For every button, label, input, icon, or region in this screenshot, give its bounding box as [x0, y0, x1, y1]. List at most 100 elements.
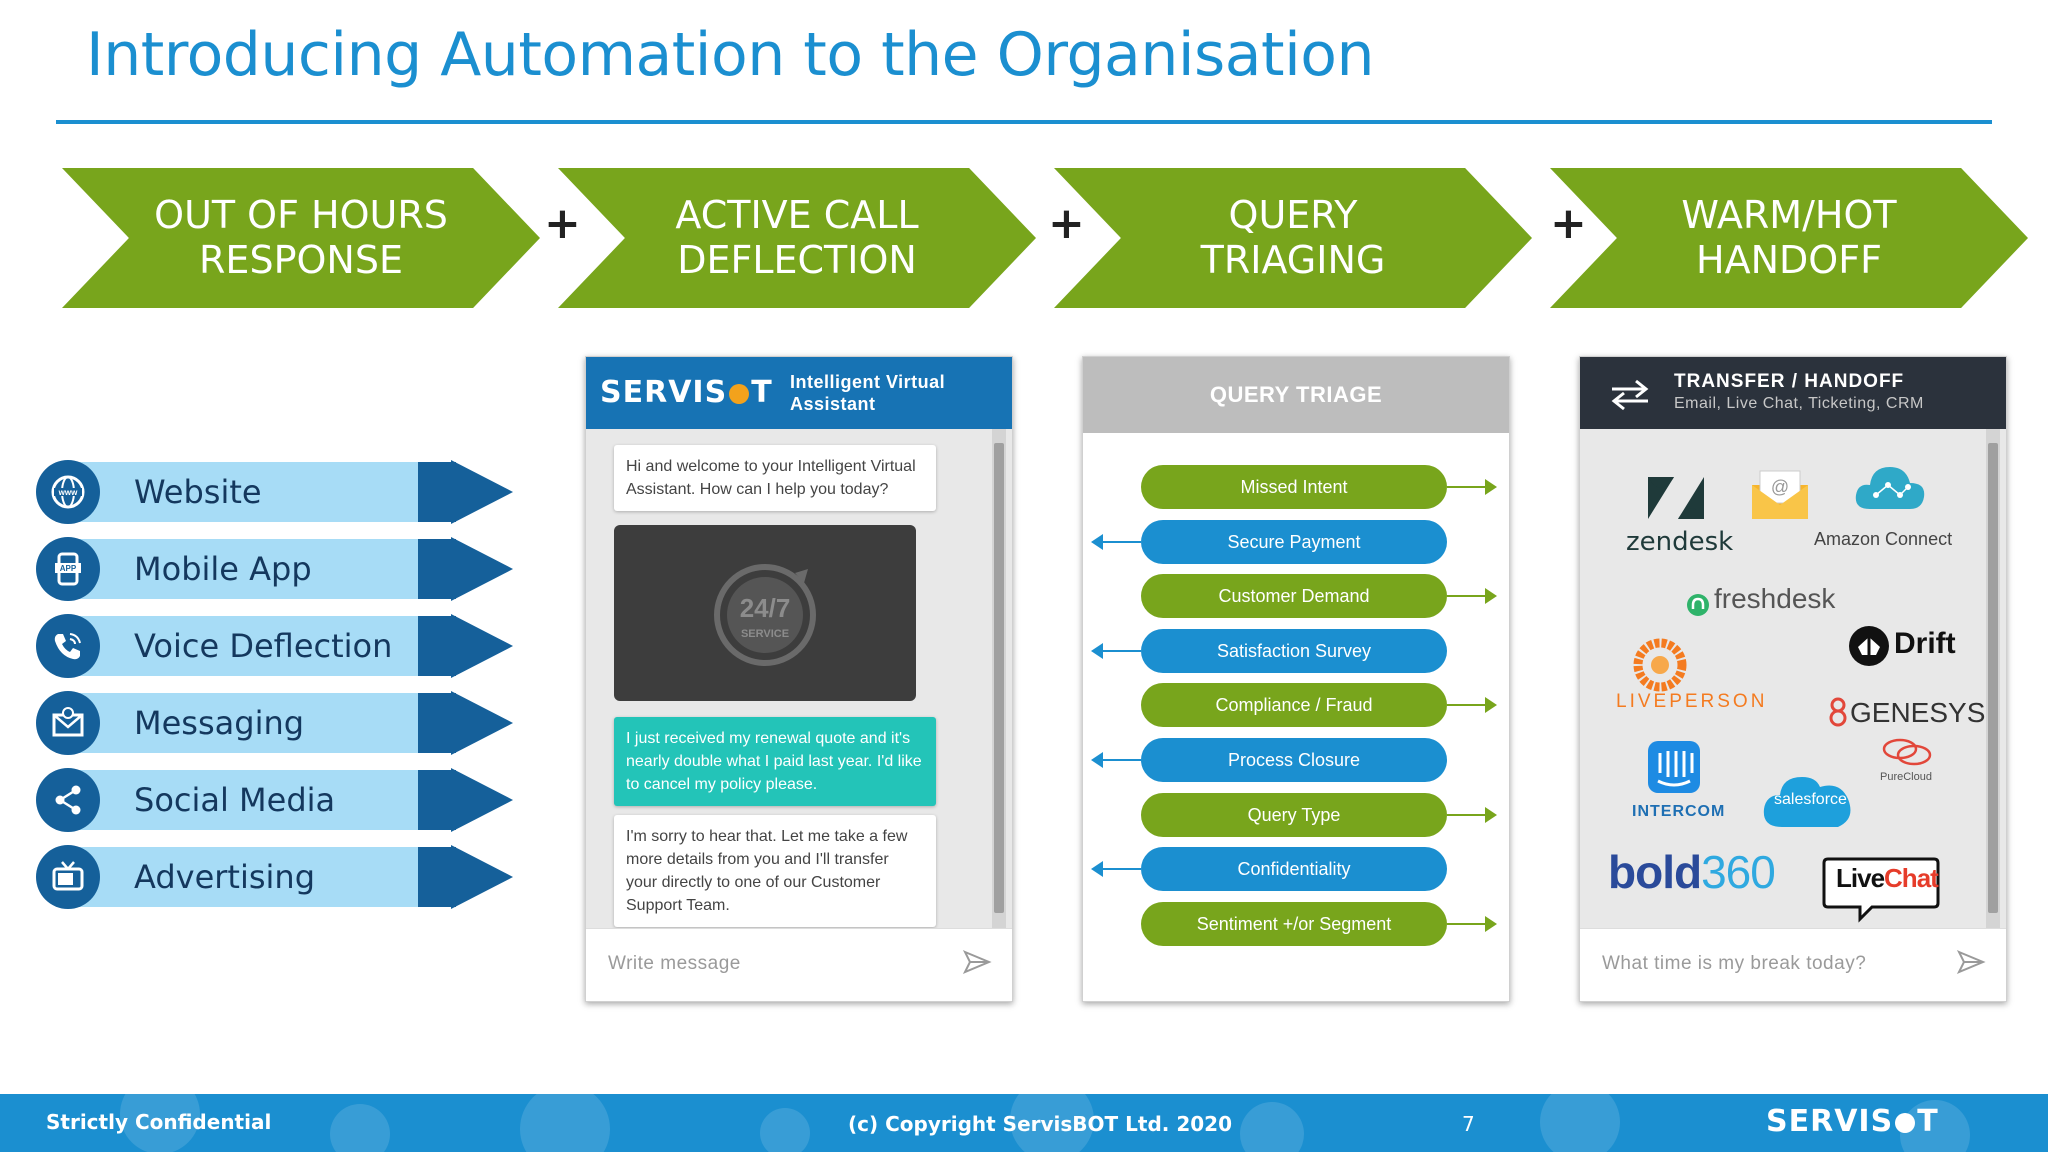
plus-sign: +: [1048, 198, 1085, 249]
triage-pill: Compliance / Fraud: [1141, 683, 1447, 727]
phone-icon: [36, 614, 100, 678]
arrow-right-icon: [1447, 807, 1497, 823]
slide-title: Introducing Automation to the Organisati…: [86, 20, 1374, 90]
amazon-connect-icon: [1855, 467, 1925, 509]
svg-text:@: @: [1771, 477, 1789, 497]
triage-pill: Secure Payment: [1141, 520, 1447, 564]
genesys-logo: GENESYS: [1850, 697, 1986, 728]
transfer-header: TRANSFER / HANDOFF Email, Live Chat, Tic…: [1580, 357, 2006, 429]
bold360-logo: bold360: [1608, 846, 1776, 898]
footer-copyright: (c) Copyright ServisBOT Ltd. 2020: [848, 1112, 1232, 1136]
share-icon: [36, 768, 100, 832]
channel-label: Voice Deflection: [134, 627, 393, 665]
transfer-input-placeholder: What time is my break today?: [1602, 953, 1867, 974]
service-video[interactable]: 24/7 SERVICE: [614, 525, 916, 701]
drift-logo: Drift: [1894, 627, 1956, 660]
freshdesk-icon: [1687, 594, 1709, 616]
bot-message: Hi and welcome to your Intelligent Virtu…: [614, 445, 936, 511]
triage-pill: Sentiment +/or Segment: [1141, 902, 1447, 946]
salesforce-icon: [1763, 777, 1851, 827]
tv-icon: [36, 845, 100, 909]
triage-pill: Missed Intent: [1141, 465, 1447, 509]
channel-label: Advertising: [134, 858, 316, 896]
globe-www-icon: www: [36, 460, 100, 524]
transfer-arrows-icon: [1611, 379, 1649, 411]
send-icon[interactable]: [962, 947, 992, 977]
arrow-right-icon: [1447, 588, 1497, 604]
salesforce-logo: salesforce: [1774, 791, 1847, 808]
freshdesk-logo: freshdesk: [1714, 583, 1836, 614]
transfer-handoff-panel: TRANSFER / HANDOFF Email, Live Chat, Tic…: [1579, 356, 2007, 1002]
transfer-title: TRANSFER / HANDOFF: [1674, 371, 1905, 392]
liveperson-icon: [1633, 638, 1687, 692]
triage-pill: Process Closure: [1141, 738, 1447, 782]
plus-sign: +: [1550, 198, 1587, 249]
svg-text:APP: APP: [60, 564, 77, 573]
svg-text:www: www: [58, 488, 78, 497]
arrow-right-icon: [1447, 479, 1497, 495]
channel-mobile-app: APP Mobile App: [36, 537, 513, 601]
title-underline: [56, 120, 1992, 124]
channel-advertising: Advertising: [36, 845, 513, 909]
livechat-icon: [1822, 857, 1940, 923]
message-input[interactable]: Write message: [586, 928, 1012, 1001]
video-badge-main: 24/7: [740, 593, 791, 623]
24-7-service-icon: 24/7 SERVICE: [714, 564, 816, 666]
liveperson-logo: LIVEPERSON: [1616, 691, 1768, 712]
triage-pill: Satisfaction Survey: [1141, 629, 1447, 673]
user-message: I just received my renewal quote and it'…: [614, 717, 936, 806]
zendesk-icon: [1648, 477, 1704, 519]
arrow-right-icon: [1447, 916, 1497, 932]
message-input-placeholder: Write message: [608, 953, 741, 974]
channel-voice-deflection: Voice Deflection: [36, 614, 513, 678]
channel-label: Mobile App: [134, 550, 312, 588]
drift-icon: [1849, 626, 1889, 666]
zendesk-logo: zendesk: [1626, 527, 1734, 557]
triage-pill: Confidentiality: [1141, 847, 1447, 891]
channel-label: Website: [134, 473, 262, 511]
page-number: 7: [1462, 1112, 1475, 1136]
arrow-left-icon: [1091, 643, 1141, 659]
footer-confidential: Strictly Confidential: [46, 1110, 272, 1134]
chat-scrollbar[interactable]: [992, 429, 1006, 929]
channel-label: Social Media: [134, 781, 336, 819]
transfer-scrollbar[interactable]: [1986, 429, 2000, 929]
mobile-app-icon: APP: [36, 537, 100, 601]
transfer-message-input[interactable]: What time is my break today?: [1580, 928, 2006, 1001]
envelope-icon: [36, 691, 100, 755]
amazon-connect-logo: Amazon Connect: [1814, 529, 1953, 549]
footer: Strictly Confidential (c) Copyright Serv…: [0, 1094, 2048, 1152]
arrow-right-icon: [1447, 697, 1497, 713]
channel-messaging: Messaging: [36, 691, 513, 755]
email-icon: @: [1752, 470, 1808, 519]
intercom-icon: [1648, 741, 1700, 793]
intercom-logo: INTERCOM: [1632, 803, 1726, 820]
channel-website: www Website: [36, 460, 513, 524]
purecloud-icon: [1882, 738, 1932, 766]
triage-pill: Query Type: [1141, 793, 1447, 837]
video-badge-sub: SERVICE: [741, 628, 789, 640]
channel-label: Messaging: [134, 704, 305, 742]
arrow-left-icon: [1091, 534, 1141, 550]
send-icon[interactable]: [1956, 947, 1986, 977]
plus-sign: +: [544, 198, 581, 249]
triage-header: QUERY TRIAGE: [1083, 357, 1509, 433]
transfer-subtitle: Email, Live Chat, Ticketing, CRM: [1674, 395, 1924, 412]
arrow-left-icon: [1091, 752, 1141, 768]
purecloud-logo: PureCloud: [1880, 771, 1932, 783]
genesys-icon: [1829, 697, 1847, 727]
